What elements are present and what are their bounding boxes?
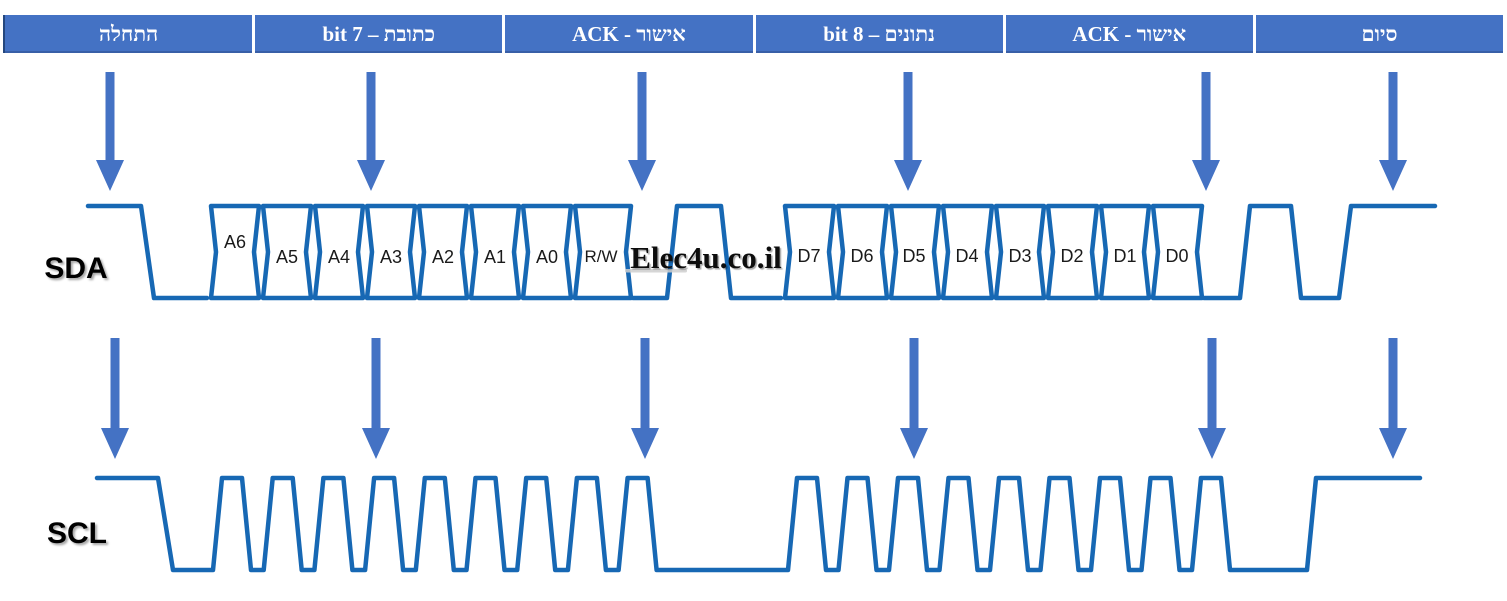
sda-bit-cell	[835, 203, 890, 301]
phase-header-bar: התחלה כתובת – 7 bit אישור - ACK נתונים –…	[3, 15, 1504, 53]
bit-label: A5	[276, 247, 298, 267]
sda-bit-cell	[1045, 203, 1100, 301]
scl-signal-label: SCL	[47, 517, 107, 550]
down-arrow-icon	[894, 72, 922, 191]
sda-bit-cell	[260, 203, 314, 301]
bit-label: R/W	[584, 247, 617, 266]
watermark-underline-artifact	[625, 269, 687, 273]
phase-address-7bit: כתובת – 7 bit	[255, 15, 503, 53]
down-arrow-icon	[900, 338, 928, 459]
watermark-text: Elec4u.co.il	[630, 240, 782, 275]
bit-label: A0	[536, 247, 558, 267]
down-arrow-icon	[1198, 338, 1226, 459]
bit-label: A6	[224, 232, 246, 252]
sda-bit-cell	[468, 203, 522, 301]
sda-bit-cell	[416, 203, 470, 301]
phase-start: התחלה	[5, 15, 253, 53]
bit-label: D6	[850, 246, 873, 266]
sda-start-condition	[85, 203, 210, 301]
sda-bit-cell	[312, 203, 366, 301]
bit-label: D0	[1165, 246, 1188, 266]
phase-data-8bit: נתונים – 8 bit	[755, 15, 1003, 53]
bit-label: A4	[328, 247, 350, 267]
down-arrow-icon	[1379, 338, 1407, 459]
bit-label: D4	[955, 246, 978, 266]
down-arrow-icon	[357, 72, 385, 191]
bit-label: A1	[484, 247, 506, 267]
down-arrow-icon	[362, 338, 390, 459]
down-arrow-icon	[1379, 72, 1407, 191]
bit-label: D7	[797, 246, 820, 266]
bit-label: A3	[380, 247, 402, 267]
sda-bit-cell	[888, 203, 942, 301]
bit-label: D5	[902, 246, 925, 266]
sda-bit-cell	[940, 203, 995, 301]
sda-ack2-stop-segment	[1201, 203, 1438, 301]
bit-label: D2	[1060, 246, 1083, 266]
down-arrow-icon	[631, 338, 659, 459]
sda-bit-cell	[364, 203, 418, 301]
bit-label: D1	[1113, 246, 1136, 266]
down-arrow-icon	[1192, 72, 1220, 191]
down-arrow-icon	[628, 72, 656, 191]
down-arrow-icon	[101, 338, 129, 459]
sda-bit-cell	[782, 203, 837, 301]
down-arrow-icon	[96, 72, 124, 191]
bit-label: A2	[432, 247, 454, 267]
phase-stop: סיום	[1255, 15, 1504, 53]
sda-signal-label: SDA	[44, 252, 107, 285]
sda-bit-cell	[208, 203, 262, 301]
scl-waveform	[94, 475, 1423, 573]
phase-ack-1: אישור - ACK	[505, 15, 753, 53]
phase-ack-2: אישור - ACK	[1005, 15, 1253, 53]
sda-bit-cell	[1098, 203, 1152, 301]
sda-ack1-segment	[630, 203, 784, 301]
bit-label: D3	[1008, 246, 1031, 266]
sda-bit-cell	[520, 203, 574, 301]
sda-bit-cell	[993, 203, 1047, 301]
